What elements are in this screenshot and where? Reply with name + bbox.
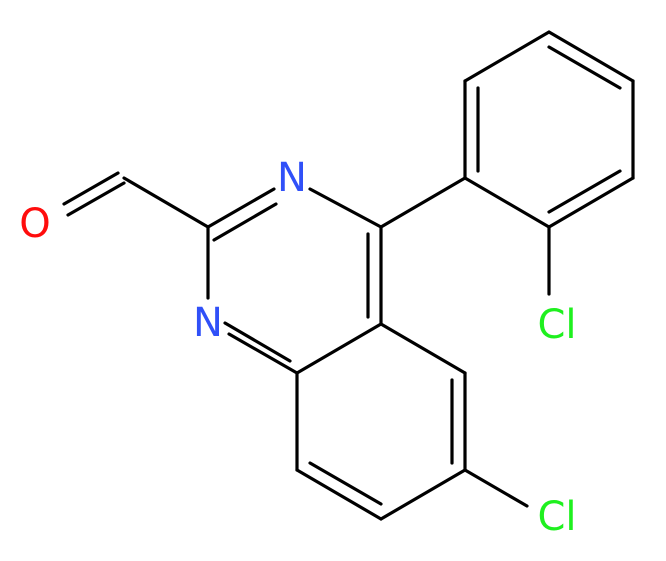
bond-co-double bbox=[66, 181, 126, 217]
bond-c2-n3-inner bbox=[212, 202, 278, 242]
bond-c7-c8 bbox=[295, 468, 383, 521]
bond-c4a-c5 bbox=[379, 322, 467, 375]
chlorine-label-phenyl: Cl bbox=[537, 302, 576, 348]
nitrogen-label-n1: N bbox=[193, 300, 223, 346]
bond-co-double-2 bbox=[62, 171, 120, 206]
bond-c6-cl bbox=[463, 468, 529, 508]
bond-c2p-c3p bbox=[547, 176, 635, 229]
bond-c2p-c3p-inner bbox=[547, 169, 622, 214]
bond-c2-n3 bbox=[206, 187, 276, 229]
bond-c5p-c6p bbox=[463, 30, 551, 83]
bond-c4-c1p bbox=[379, 176, 467, 229]
bond-c4p-c5p-inner bbox=[547, 45, 622, 90]
bond-c4p-c5p bbox=[547, 30, 635, 83]
bond-n3-c4 bbox=[308, 187, 383, 229]
chlorine-label-quinazoline: Cl bbox=[537, 494, 576, 540]
bond-c8a-n1 bbox=[227, 332, 299, 375]
bond-cho-c2 bbox=[122, 176, 210, 229]
oxygen-label: O bbox=[19, 201, 50, 247]
nitrogen-label-n3: N bbox=[277, 155, 307, 201]
bond-c6-c7 bbox=[379, 468, 467, 521]
bond-c4a-c8a bbox=[295, 322, 383, 375]
bond-c8a-n1-inner bbox=[223, 321, 292, 363]
bond-c1p-c2p bbox=[463, 176, 551, 229]
bond-c7-c8-inner bbox=[308, 461, 383, 506]
